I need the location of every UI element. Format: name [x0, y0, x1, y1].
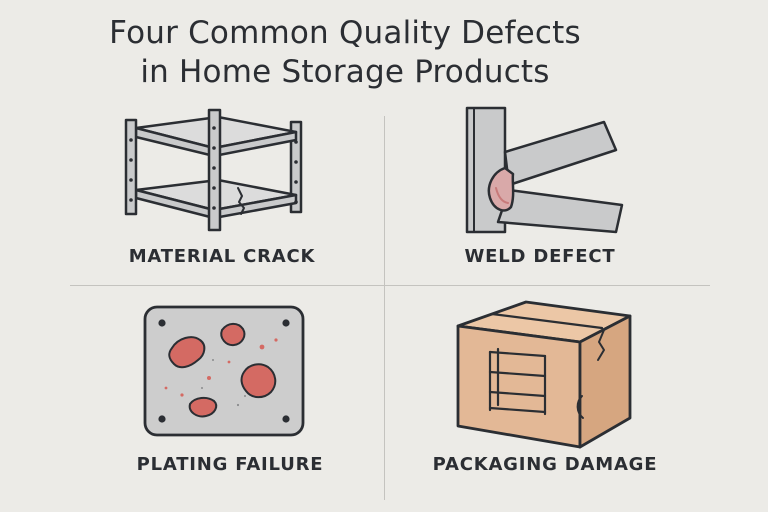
title-line-1: Four Common Quality Defects: [109, 15, 581, 51]
page-title: Four Common Quality Defects in Home Stor…: [0, 14, 690, 92]
title-line-2: in Home Storage Products: [140, 54, 550, 90]
rust-spots: [168, 322, 277, 418]
shelving-crack-icon: [124, 108, 303, 232]
label-packaging-damage: PACKAGING DAMAGE: [432, 454, 658, 475]
label-plating-failure: PLATING FAILURE: [136, 454, 324, 475]
damaged-box-icon: [456, 300, 632, 449]
rusted-plate-icon: [143, 305, 305, 437]
label-material-crack: MATERIAL CRACK: [128, 246, 316, 267]
rust-specks: [164, 338, 278, 397]
weld-joint-icon: [465, 106, 624, 234]
plate-scratches: [201, 359, 246, 407]
post-holes: [129, 126, 298, 210]
label-weld-defect: WELD DEFECT: [464, 246, 616, 267]
shelf-print-icon: [488, 347, 547, 416]
vertical-divider: [384, 116, 385, 500]
horizontal-divider: [70, 285, 710, 286]
